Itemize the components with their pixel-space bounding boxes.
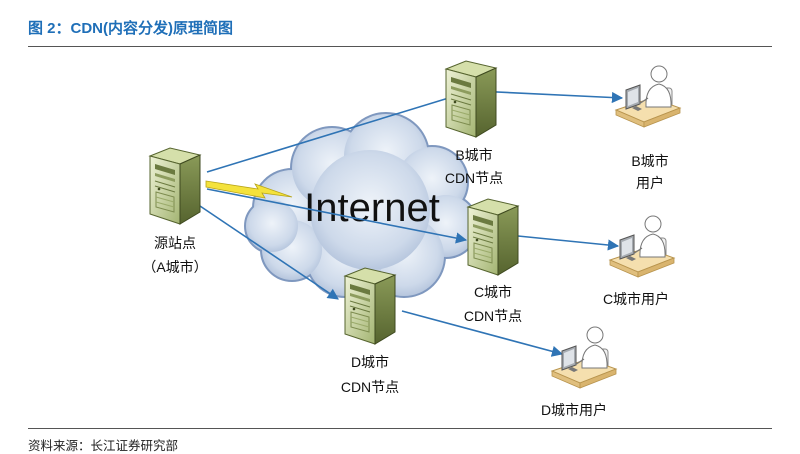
b-user-icon bbox=[615, 65, 681, 128]
b-node-server-icon bbox=[445, 60, 497, 138]
c-node-label-line1: C城市 bbox=[474, 284, 512, 300]
d-node-label-line2: CDN节点 bbox=[341, 379, 399, 395]
c-user-label: C城市用户 bbox=[603, 291, 669, 307]
bottom-divider bbox=[28, 428, 772, 429]
top-divider bbox=[28, 46, 772, 47]
d-node-server-icon bbox=[344, 267, 396, 345]
b-user-label-line2: 用户 bbox=[636, 175, 664, 191]
b-node-label-line2: CDN节点 bbox=[445, 170, 503, 186]
link-d-node-to-d-user bbox=[401, 310, 564, 357]
link-c-node-to-c-user bbox=[517, 235, 620, 251]
d-user-label: D城市用户 bbox=[541, 402, 607, 418]
lightning-bolt-icon bbox=[205, 180, 293, 199]
c-node-server-icon bbox=[467, 198, 519, 276]
source-note: 资料来源：长江证券研究部 bbox=[28, 439, 179, 453]
link-origin-to-c-node bbox=[206, 188, 468, 244]
c-user-icon bbox=[609, 215, 675, 278]
link-origin-to-b-node bbox=[206, 86, 480, 173]
links bbox=[199, 86, 624, 357]
d-user-icon bbox=[551, 326, 617, 389]
internet-label: Internet bbox=[304, 186, 440, 230]
c-node-label-line2: CDN节点 bbox=[464, 308, 522, 324]
d-node-label-line1: D城市 bbox=[351, 354, 389, 370]
b-user-label-line1: B城市 bbox=[631, 153, 668, 169]
b-node-label-line1: B城市 bbox=[455, 147, 492, 163]
origin-label-line2: （A城市） bbox=[142, 259, 207, 275]
link-b-node-to-b-user bbox=[475, 90, 624, 104]
origin-server-icon bbox=[149, 147, 201, 225]
figure-title: 图 2：CDN(内容分发)原理简图 bbox=[28, 20, 233, 37]
origin-label-line1: 源站点 bbox=[154, 235, 196, 251]
link-origin-to-d-node bbox=[199, 205, 339, 300]
